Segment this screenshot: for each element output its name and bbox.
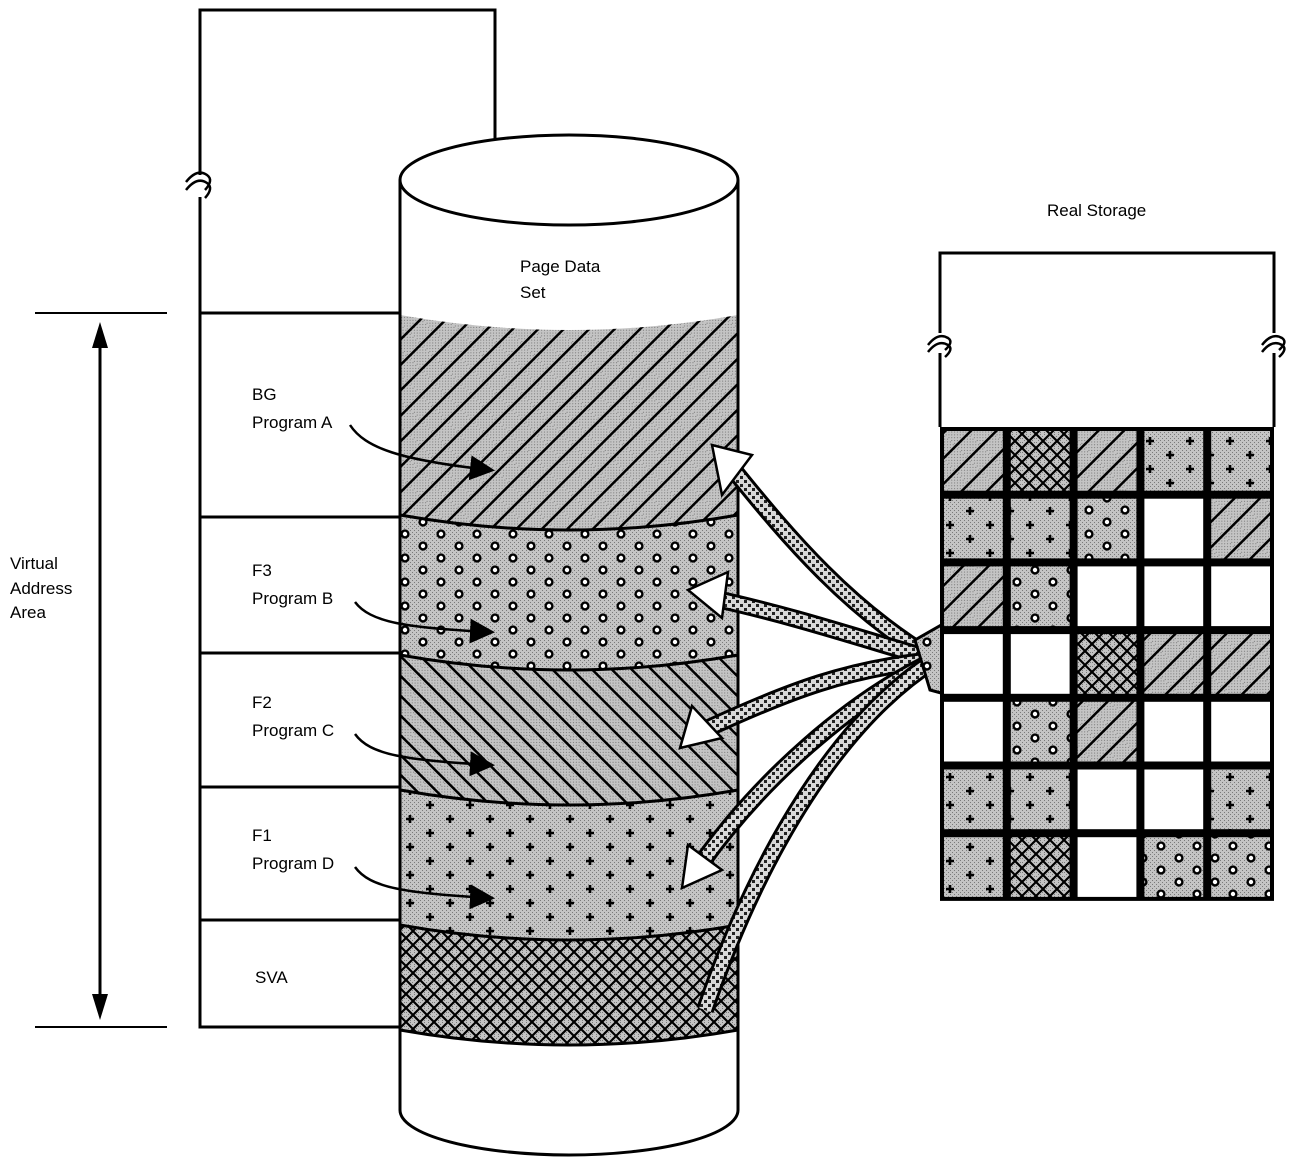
page-frame-dots (1211, 837, 1270, 897)
page-frame-empty (1144, 566, 1204, 627)
band-sva (400, 925, 738, 1045)
page-frame-plus (1144, 431, 1204, 491)
real-storage-frame (927, 251, 1286, 427)
page-frame-plus (1211, 769, 1270, 830)
page-frame-diag (944, 431, 1003, 491)
partition-label-f1: F1 Program D (252, 826, 334, 873)
page-frame-diag (944, 566, 1003, 627)
arrowhead-f3-icon (685, 569, 730, 621)
page-frame-empty (1144, 701, 1204, 762)
band-bg (400, 315, 738, 530)
pointer-arrow-program-d (353, 866, 495, 910)
page-frame-dots (1077, 498, 1137, 559)
page-data-set-label: Page Data Set (520, 257, 605, 302)
page-frame-diag (1211, 498, 1270, 559)
page-frame-empty (1077, 566, 1137, 627)
page-frame-plus (944, 769, 1003, 830)
page-frame-diag (1077, 701, 1137, 762)
arrowhead-f1-icon (680, 842, 725, 891)
virtual-address-area-bracket (35, 312, 167, 1028)
page-frame-diag (1211, 634, 1270, 694)
page-frame-plus (1211, 431, 1270, 491)
real-storage-label: Real Storage (1047, 201, 1146, 220)
page-frame-cross (1077, 634, 1137, 694)
band-f3 (400, 515, 738, 670)
page-frame-empty (944, 701, 1003, 762)
break-mark-icon (185, 171, 212, 199)
pointer-arrow-program-a (348, 424, 495, 481)
real-storage-grid (940, 427, 1274, 901)
page-frame-diag (1144, 634, 1204, 694)
page-frame-dots (1010, 566, 1070, 627)
arrow-down-icon (92, 994, 108, 1020)
page-frame-plus (944, 837, 1003, 897)
break-mark-right-icon (1261, 334, 1286, 358)
page-frame-empty (1211, 701, 1270, 762)
page-frame-diag (1077, 431, 1137, 491)
page-frame-empty (1144, 498, 1204, 559)
page-frame-plus (1010, 498, 1070, 559)
partition-label-f2: F2 Program C (252, 693, 334, 740)
pointer-arrows (348, 424, 495, 910)
page-frame-empty (1211, 566, 1270, 627)
arrowhead-f2-icon (678, 703, 725, 750)
page-frame-cross (1010, 431, 1070, 491)
break-mark-left-icon (927, 334, 952, 358)
page-frame-empty (1077, 837, 1137, 897)
partition-label-bg: BG Program A (252, 385, 333, 432)
partition-labels: BG Program A F3 Program B F2 Program C F… (252, 385, 334, 987)
pointer-arrow-program-c (353, 733, 495, 777)
page-frame-empty (1077, 769, 1137, 830)
page-data-set-cylinder (398, 133, 740, 1157)
pointer-arrow-program-b (354, 601, 495, 644)
partition-label-sva: SVA (255, 968, 288, 987)
arrowhead-bg-icon (710, 443, 755, 498)
partition-label-f3: F3 Program B (252, 561, 333, 608)
page-frame-empty (1010, 634, 1070, 694)
page-frame-plus (944, 498, 1003, 559)
page-frame-dots (1010, 701, 1070, 762)
page-frame-empty (944, 634, 1003, 694)
page-frame-dots (1144, 837, 1204, 897)
page-frame-empty (1144, 769, 1204, 830)
virtual-address-area-label: Virtual Address Area (10, 554, 77, 622)
page-frame-plus (1010, 769, 1070, 830)
page-frame-cross (1010, 837, 1070, 897)
arrow-up-icon (92, 322, 108, 348)
